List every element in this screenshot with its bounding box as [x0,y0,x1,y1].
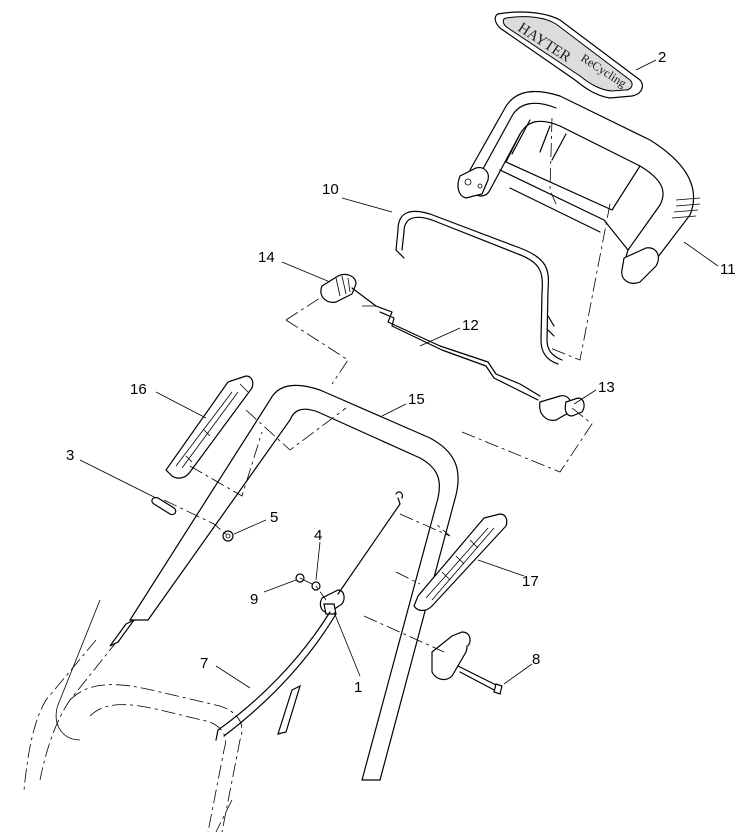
callout-7: 7 [200,655,208,672]
callout-10: 10 [322,181,339,198]
part-3-pin [151,497,177,516]
part-10-bail-bar [395,210,563,365]
part-11-upper-handle [457,90,701,284]
callout-17: 17 [522,573,539,590]
part-7-control-cable [215,491,403,741]
callout-5: 5 [270,509,278,526]
callout-14: 14 [258,249,275,266]
part-17-right-clamp [413,513,508,612]
part-15-lower-handle [55,384,459,781]
callout-13: 13 [598,379,615,396]
assembly-lines [163,117,611,653]
callout-8: 8 [532,651,540,668]
part-1-cable-clip [319,589,345,615]
lower-handle-extension [23,639,243,833]
callout-2: 2 [658,49,666,66]
callout-15: 15 [408,391,425,408]
handle-slots [109,619,301,735]
callout-3: 3 [66,447,74,464]
callout-12: 12 [462,317,479,334]
part-4-washer [311,581,321,591]
part-12-control-rod [375,305,541,401]
callout-4: 4 [314,527,322,544]
callout-11: 11 [720,261,736,278]
part-8-knob [431,631,503,695]
part-16-left-clamp [165,375,254,479]
part-2-badge: HAYTER ReCycling [494,11,643,99]
callout-16: 16 [130,381,147,398]
callout-1: 1 [354,679,362,696]
callout-9: 9 [250,591,258,608]
leader-lines [79,59,719,689]
callout-labels: 1 2 3 4 5 7 8 9 10 11 12 13 14 15 16 17 [66,49,736,696]
part-14-spring [320,273,377,307]
part-13-adjuster [539,395,585,421]
